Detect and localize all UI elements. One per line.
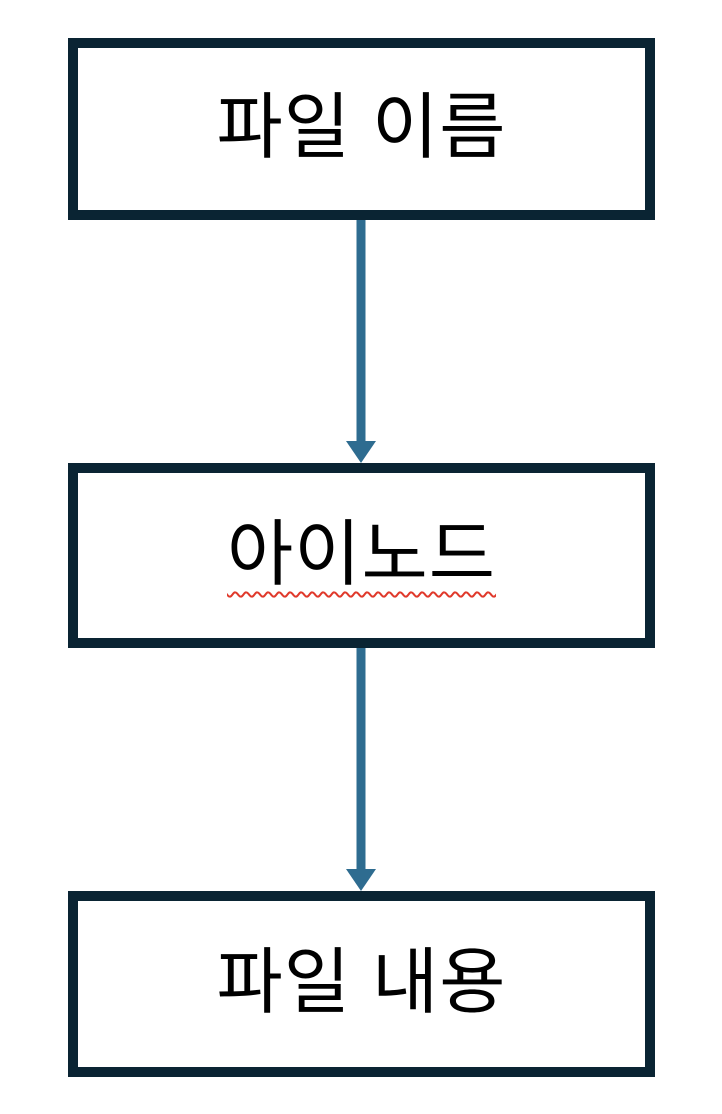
node-file-content-label: 파일 내용 xyxy=(216,943,507,1024)
arrow-shaft xyxy=(356,220,366,444)
arrow-inode-to-file-content[interactable] xyxy=(344,648,378,891)
arrow-shaft xyxy=(356,648,366,872)
node-file-name[interactable]: 파일 이름 xyxy=(68,38,655,220)
node-file-content[interactable]: 파일 내용 xyxy=(68,891,655,1077)
arrow-file-name-to-inode[interactable] xyxy=(344,220,378,463)
node-inode[interactable]: 아이노드 xyxy=(68,463,655,648)
arrow-head-icon xyxy=(346,869,376,891)
node-file-name-label: 파일 이름 xyxy=(216,88,507,169)
node-inode-label: 아이노드 xyxy=(227,514,496,595)
arrow-head-icon xyxy=(346,441,376,463)
